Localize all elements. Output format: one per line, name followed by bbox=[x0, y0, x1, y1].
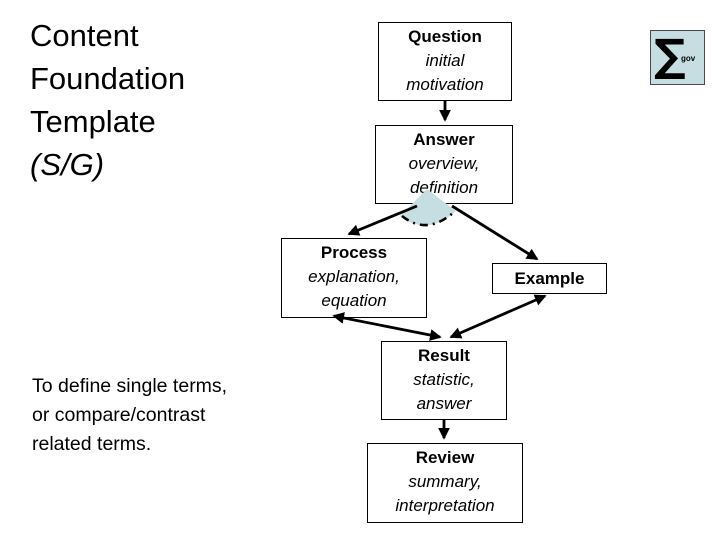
node-title: Example bbox=[514, 268, 585, 288]
node-process: Process explanation, equation bbox=[281, 238, 427, 318]
logo-small-text: gov bbox=[681, 54, 696, 63]
node-title: Result bbox=[418, 346, 470, 365]
title-suffix: (S/G) bbox=[30, 147, 105, 182]
slide-note: To define single terms, or compare/contr… bbox=[32, 375, 228, 455]
node-result: Result statistic, answer bbox=[381, 341, 507, 420]
title-line: Template bbox=[30, 104, 156, 139]
node-title: Answer bbox=[413, 130, 475, 149]
edge-answer-example bbox=[451, 204, 539, 261]
node-subtitle: overview, definition bbox=[408, 154, 480, 197]
node-question: Question initial motivation bbox=[378, 22, 512, 101]
title-line: Foundation bbox=[30, 61, 186, 96]
node-subtitle: initial motivation bbox=[406, 51, 484, 94]
node-answer: Answer overview, definition bbox=[375, 125, 513, 204]
sigma-logo: ∑ gov bbox=[650, 30, 705, 85]
node-subtitle: summary, interpretation bbox=[395, 472, 495, 515]
title-line: Content bbox=[30, 18, 139, 53]
sigma-icon: ∑ bbox=[654, 30, 686, 82]
node-review: Review summary, interpretation bbox=[367, 443, 523, 523]
slide-title: Content Foundation Template (S/G) bbox=[30, 14, 185, 186]
edge-answer-process bbox=[347, 204, 418, 236]
node-example: Example bbox=[492, 263, 607, 294]
edge-process-result bbox=[332, 312, 442, 341]
node-title: Review bbox=[415, 448, 475, 467]
node-subtitle: explanation, equation bbox=[308, 267, 400, 310]
node-subtitle: statistic, answer bbox=[413, 370, 475, 413]
node-title: Question bbox=[408, 27, 482, 46]
edge-example-result bbox=[449, 294, 547, 339]
node-title: Process bbox=[320, 243, 388, 262]
fan-dashed-arc bbox=[401, 211, 455, 227]
